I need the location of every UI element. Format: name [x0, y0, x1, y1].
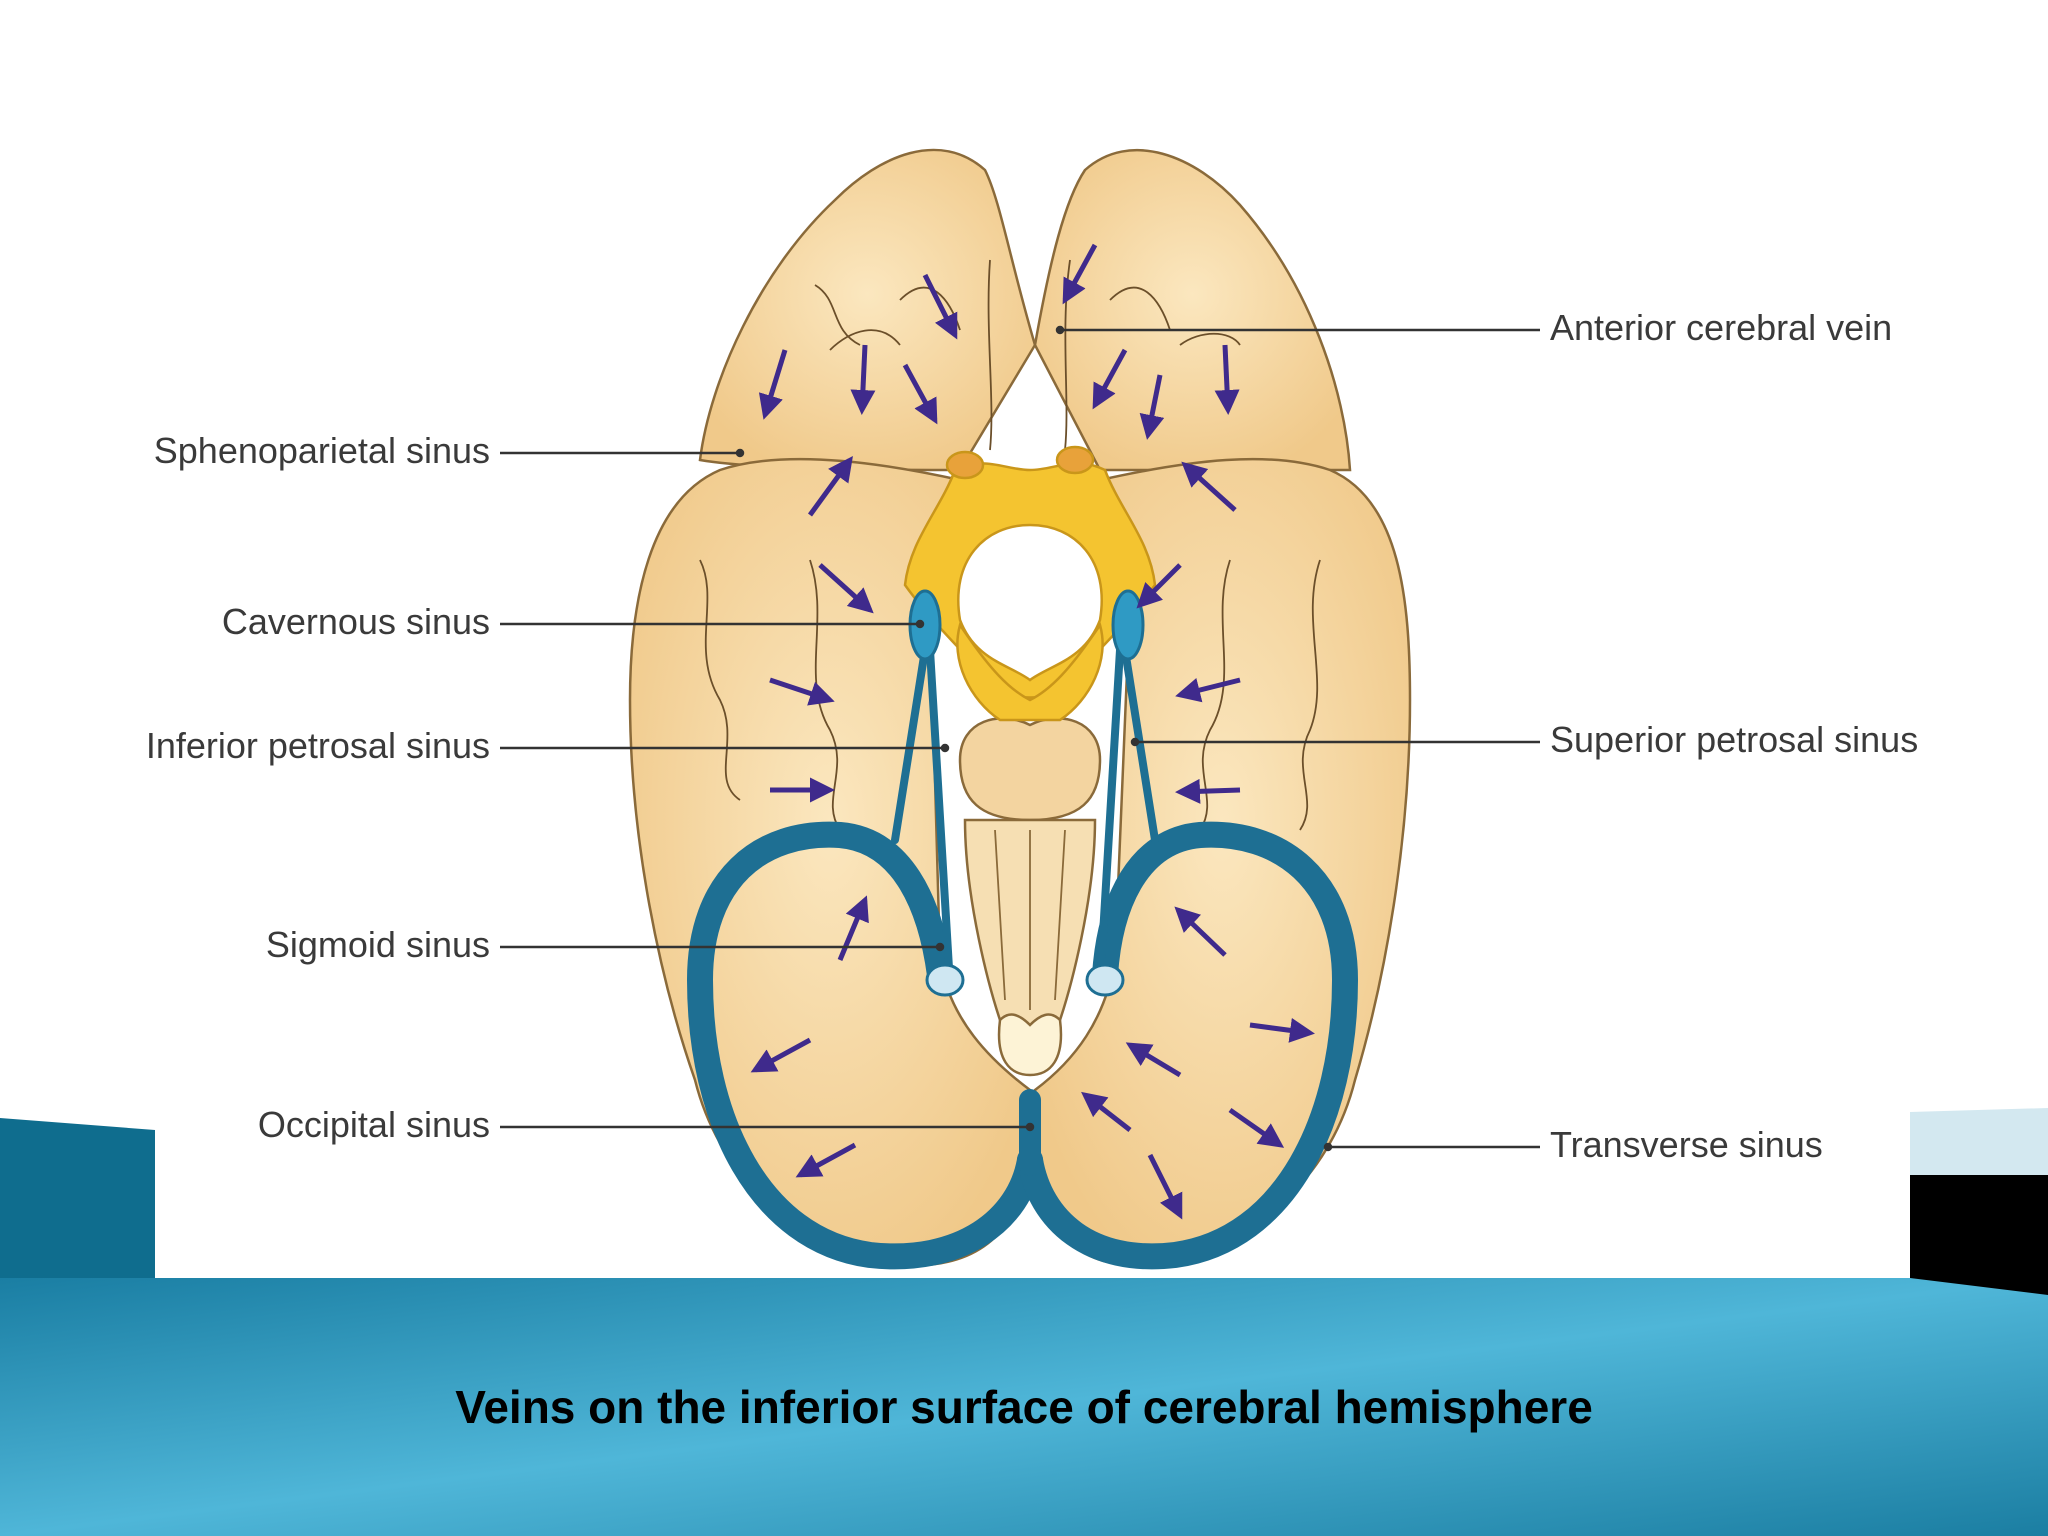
slide-caption: Veins on the inferior surface of cerebra…: [455, 1381, 1593, 1433]
label-cavernous-sinus: Cavernous sinus: [221, 601, 490, 642]
flow-arrows: [750, 243, 1315, 1220]
label-transverse-sinus: Transverse sinus: [1550, 1124, 1823, 1165]
right-cavernous-sinus: [1111, 589, 1145, 661]
label-anterior-cerebral-vein: Anterior cerebral vein: [1550, 307, 1893, 348]
label-inferior-petrosal-sinus: Inferior petrosal sinus: [145, 725, 490, 766]
sinus-caps: [908, 589, 1145, 997]
label-superior-petrosal-sinus: Superior petrosal sinus: [1550, 719, 1919, 760]
right-transverse-sinus: [1017, 821, 1359, 1270]
leader-lines: [500, 325, 1540, 1152]
label-sphenoparietal-sinus: Sphenoparietal sinus: [153, 430, 490, 471]
brainstem: [958, 717, 1102, 1077]
label-occipital-sinus: Occipital sinus: [257, 1104, 490, 1145]
footer-band: [0, 1108, 2048, 1536]
label-sigmoid-sinus: Sigmoid sinus: [265, 924, 490, 965]
left-transverse-sinus: [686, 821, 1043, 1270]
venous-sinuses: [686, 646, 1359, 1270]
circle-of-willis: [903, 445, 1157, 722]
